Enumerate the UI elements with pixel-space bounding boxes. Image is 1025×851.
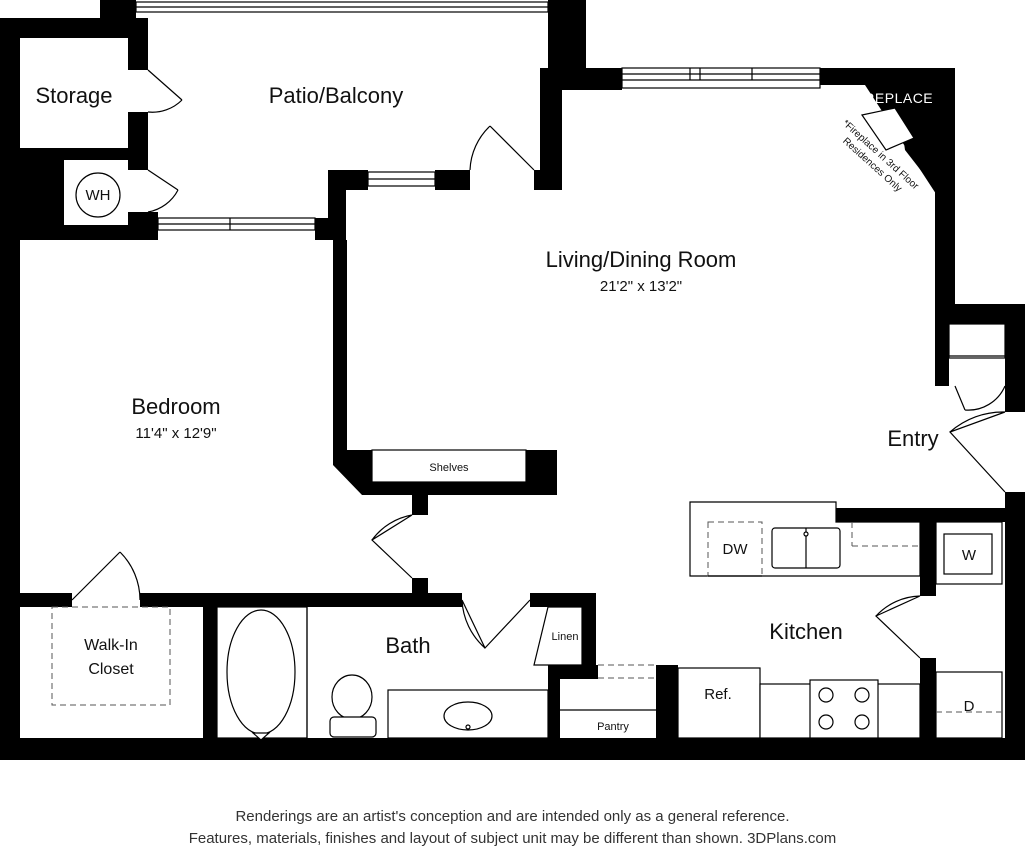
patio-balcony-label: Patio/Balcony (269, 83, 404, 108)
bedroom-dimensions: 11'4" x 12'9" (135, 425, 216, 442)
entry-label: Entry (887, 426, 938, 451)
doors (71, 69, 1006, 659)
toilet-icon (331, 674, 373, 720)
closet-shelf-outline (51, 606, 171, 706)
bathtub-icon (226, 609, 296, 735)
linen-closet (533, 606, 583, 666)
stove-icon (809, 679, 879, 739)
water-heater-label: WH (86, 187, 111, 204)
shelves-unit (371, 449, 527, 483)
walk-in-closet-label-line2: Closet (88, 661, 134, 678)
refrigerator-label: Ref. (704, 686, 732, 703)
storage-label: Storage (35, 83, 112, 108)
living-dining-dimensions: 21'2" x 13'2" (600, 278, 682, 295)
dryer-label: D (964, 698, 975, 715)
disclaimer-line1: Renderings are an artist's conception an… (235, 808, 790, 825)
bedroom-label: Bedroom (131, 394, 220, 419)
disclaimer-line2: Features, materials, finishes and layout… (188, 830, 837, 847)
pantry-label: Pantry (597, 721, 629, 733)
refrigerator-icon (677, 667, 761, 739)
walls (0, 0, 1025, 760)
windows (135, 1, 821, 231)
fixtures (51, 107, 1005, 741)
dishwasher-label: DW (723, 541, 749, 558)
washer-label: W (962, 547, 977, 564)
shelves-label: Shelves (429, 462, 469, 474)
disclaimer: Renderings are an artist's conception an… (0, 806, 1025, 850)
fireplace-icon (860, 107, 915, 151)
kitchen-label: Kitchen (769, 619, 842, 644)
labels: Storage Patio/Balcony WH Living/Dining R… (35, 83, 976, 733)
dryer-icon (935, 671, 1003, 739)
walk-in-closet-label-line1: Walk-In (84, 637, 138, 654)
linen-label: Linen (552, 631, 579, 643)
bath-label: Bath (385, 633, 430, 658)
living-dining-label: Living/Dining Room (546, 247, 737, 272)
fireplace-label: FIREPLACE (851, 90, 933, 106)
water-heater-icon (75, 172, 121, 218)
sink-icon (443, 701, 493, 731)
